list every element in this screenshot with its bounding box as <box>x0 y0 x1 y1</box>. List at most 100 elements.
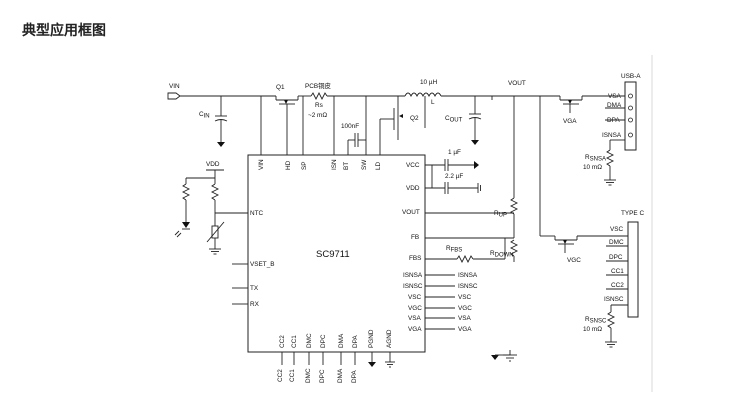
pin-hd: HD <box>285 160 292 170</box>
type-c-connector <box>627 221 639 318</box>
vgc-label: VGC <box>567 257 581 264</box>
pcb-label: PCB铜皮 <box>305 81 332 90</box>
ntc-pullup-left <box>181 183 191 201</box>
net-vga: VGA <box>458 326 472 333</box>
inductor-l <box>404 92 442 98</box>
pin-ntc: NTC <box>250 210 264 217</box>
net-isnsc: ISNSC <box>458 283 478 290</box>
vga-switch-diode-icon <box>568 100 572 104</box>
ext-cc1: CC1 <box>289 369 296 382</box>
pin-isnsc: ISNSC <box>403 283 423 290</box>
pin-vga: VGA <box>408 326 422 333</box>
pin-cc1: CC1 <box>291 335 298 348</box>
pin-agnd: AGND <box>386 329 393 348</box>
type-c-pin-isnsc: ISNSC <box>604 296 624 303</box>
rsnsa-value: 10 mΩ <box>583 164 602 171</box>
pin-tx: TX <box>250 285 259 292</box>
pgnd-ground-icon-2 <box>491 355 499 360</box>
usb-a-pin-dma: DMA <box>607 102 622 109</box>
pin-isnsa: ISNSA <box>403 272 423 279</box>
pin-vin: VIN <box>258 159 265 170</box>
rup-label: RUP <box>494 210 507 219</box>
pgnd-ground-icon <box>368 362 376 367</box>
rs-resistor <box>310 91 328 101</box>
net-vsa: VSA <box>458 315 472 322</box>
usb-a-pin-dpa: DPA <box>607 117 620 124</box>
pin-sp: SP <box>301 161 308 170</box>
cout-label: COUT <box>445 115 463 124</box>
pin-vout: VOUT <box>402 209 420 216</box>
pin-fbs: FBS <box>409 255 421 262</box>
rfbs-resistor <box>456 254 474 264</box>
pin-dmc: DMC <box>306 333 313 348</box>
net-vsc: VSC <box>458 294 472 301</box>
page-title: 典型应用框图 <box>22 22 106 38</box>
cap-2p2uf-label: 2.2 µF <box>445 173 463 180</box>
rsnsc-label: RSNSC <box>585 316 607 325</box>
pin-vset-b: VSET_B <box>250 261 275 268</box>
net-vgc: VGC <box>458 305 472 312</box>
q1-body-diode-icon <box>284 100 288 104</box>
pin-fb: FB <box>411 234 419 241</box>
vga-label: VGA <box>563 118 577 125</box>
rs-label: Rs <box>315 102 323 109</box>
pin-vdd: VDD <box>406 185 420 192</box>
pin-ld: LD <box>375 161 382 170</box>
vdd-label: VDD <box>206 161 220 168</box>
inductor-value: 10 µH <box>420 79 438 86</box>
pin-dma: DMA <box>338 333 345 348</box>
pin-dpc: DPC <box>320 334 327 348</box>
rsnsc-resistor <box>606 311 616 329</box>
ext-dpa: DPA <box>351 370 358 383</box>
q2-arrow-icon <box>399 114 403 118</box>
vcc-ground-icon <box>474 161 479 169</box>
rup-resistor <box>509 197 519 215</box>
cap-1uf-label: 1 µF <box>448 149 461 156</box>
q1-label: Q1 <box>276 84 285 91</box>
pin-bt: BT <box>343 162 350 170</box>
usb-a-title: USB-A <box>621 73 641 80</box>
pin-dpa: DPA <box>352 335 359 348</box>
pin-vgc: VGC <box>408 305 422 312</box>
rs-value: ~2 mΩ <box>308 112 327 119</box>
type-c-pin-cc2: CC2 <box>611 282 624 289</box>
vgc-switch-diode-icon <box>563 240 567 244</box>
cin-label: CIN <box>199 111 210 120</box>
boot-cap-label: 100nF <box>341 123 359 130</box>
pin-cc2: CC2 <box>279 335 286 348</box>
q2-label: Q2 <box>410 115 419 122</box>
rsnsa-label: RSNSA <box>585 154 606 163</box>
rfbs-label: RFBS <box>446 245 462 254</box>
usb-a-pin-isnsa: ISNSA <box>602 132 622 139</box>
usb-a-pin-vsa: VSA <box>608 93 622 100</box>
pin-vsa: VSA <box>408 315 422 322</box>
rdown-resistor <box>509 239 519 257</box>
type-c-pin-dpc: DPC <box>609 254 623 261</box>
pin-pgnd: PGND <box>368 329 375 348</box>
ic-name: SC9711 <box>316 249 350 260</box>
type-c-pin-vsc: VSC <box>610 226 624 233</box>
type-c-pin-cc1: CC1 <box>611 268 624 275</box>
pin-vcc: VCC <box>406 162 420 169</box>
type-c-pin-dmc: DMC <box>609 239 624 246</box>
ext-cc2: CC2 <box>277 369 284 382</box>
ext-dma: DMA <box>337 368 344 383</box>
ext-dpc: DPC <box>319 369 326 383</box>
net-isnsa: ISNSA <box>458 272 478 279</box>
ntc-pullup-right <box>210 183 220 201</box>
cout-ground-icon <box>471 140 479 145</box>
pin-rx: RX <box>250 301 260 308</box>
vin-port-icon <box>167 92 181 100</box>
pin-isn: ISN <box>331 159 338 170</box>
vin-label: VIN <box>169 83 180 90</box>
vout-label: VOUT <box>508 80 526 87</box>
ext-dmc: DMC <box>305 368 312 383</box>
rsnsa-resistor <box>605 149 615 167</box>
usb-a-connector <box>624 81 637 151</box>
rsnsc-value: 10 mΩ <box>583 326 602 333</box>
inductor-label: L <box>431 99 435 106</box>
type-c-title: TYPE C <box>621 210 644 217</box>
pin-sw: SW <box>361 159 368 170</box>
rdown-label: RDOWN <box>490 250 514 259</box>
